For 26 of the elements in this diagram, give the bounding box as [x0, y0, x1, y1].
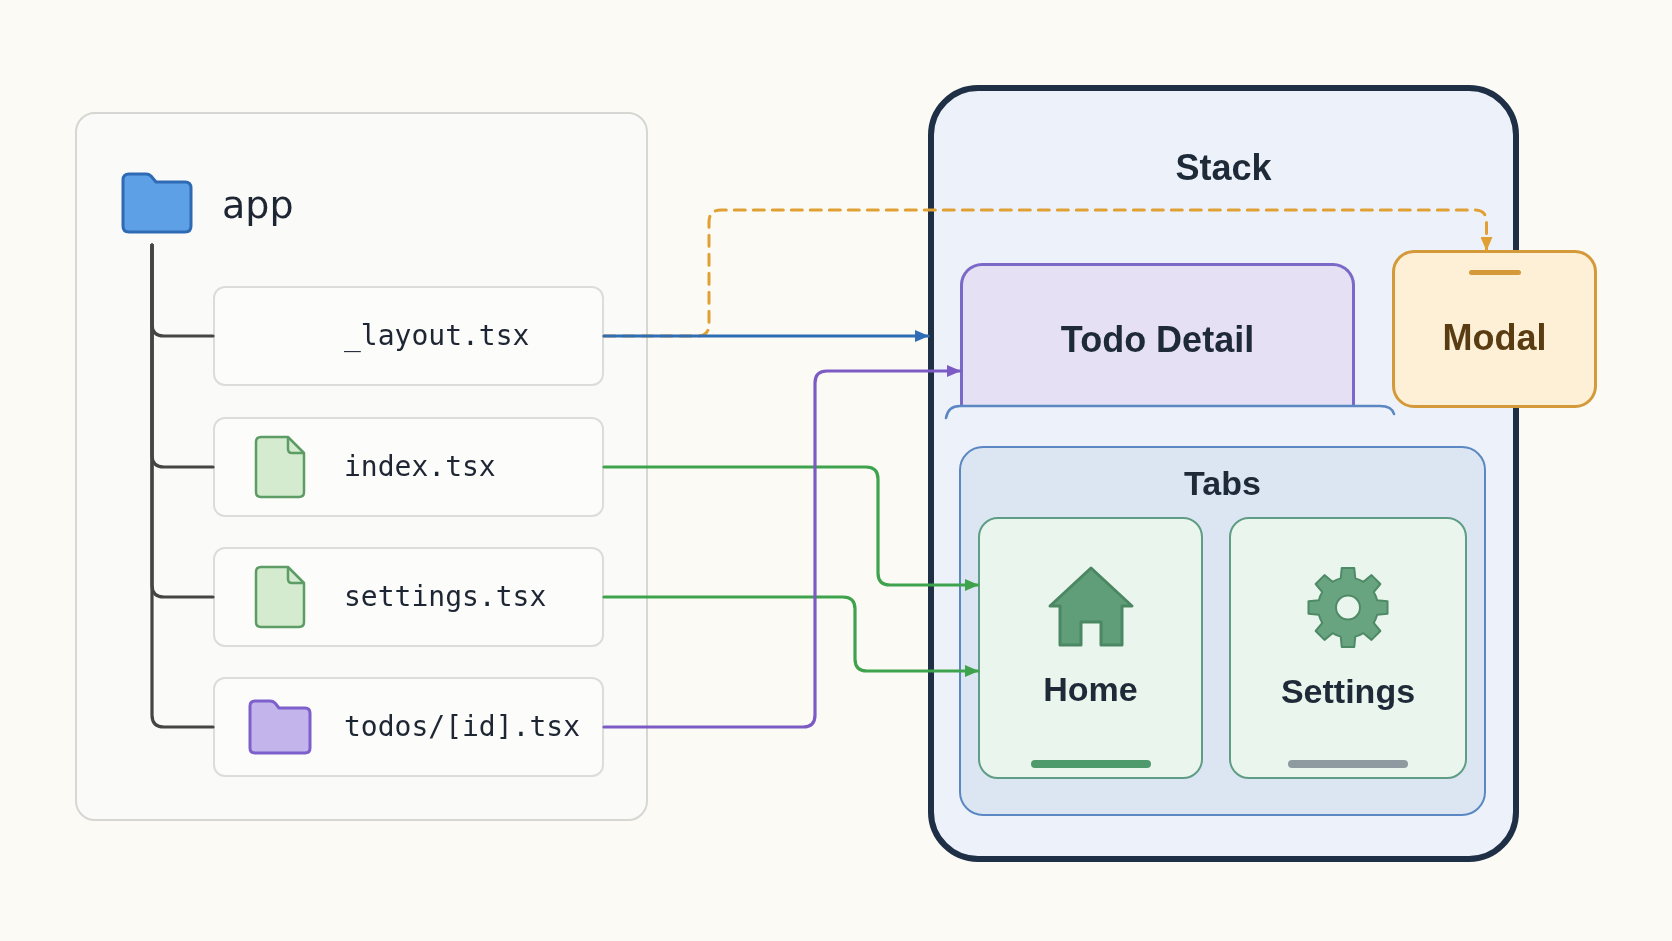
file-tree-panel	[75, 112, 648, 821]
navigator-title: Stack	[1175, 150, 1272, 186]
screen-title: Todo Detail	[1060, 322, 1255, 358]
navigator-title: Tabs	[1184, 466, 1261, 500]
arrow	[602, 330, 930, 342]
screen-title: Modal	[1442, 320, 1547, 356]
folder-name: app	[222, 186, 294, 224]
tabs-navigator	[959, 446, 1486, 816]
file-name: todos/[id].tsx	[344, 713, 580, 741]
file-row	[213, 286, 604, 386]
tab-title: Settings	[1280, 674, 1416, 708]
arrow	[602, 365, 962, 729]
connector-line	[150, 243, 215, 729]
tab-screen-card	[1229, 517, 1467, 779]
screen-card	[960, 263, 1355, 406]
tab-title: Home	[1043, 672, 1138, 706]
file-row	[213, 547, 604, 647]
file-name: settings.tsx	[344, 583, 547, 611]
file-row	[213, 677, 604, 777]
file-row	[213, 417, 604, 517]
file-name: index.tsx	[344, 453, 496, 481]
modal-card	[1392, 250, 1597, 408]
tab-screen-card	[978, 517, 1203, 779]
arrow	[602, 465, 980, 591]
arrow	[602, 595, 980, 677]
file-name: _layout.tsx	[344, 322, 530, 350]
